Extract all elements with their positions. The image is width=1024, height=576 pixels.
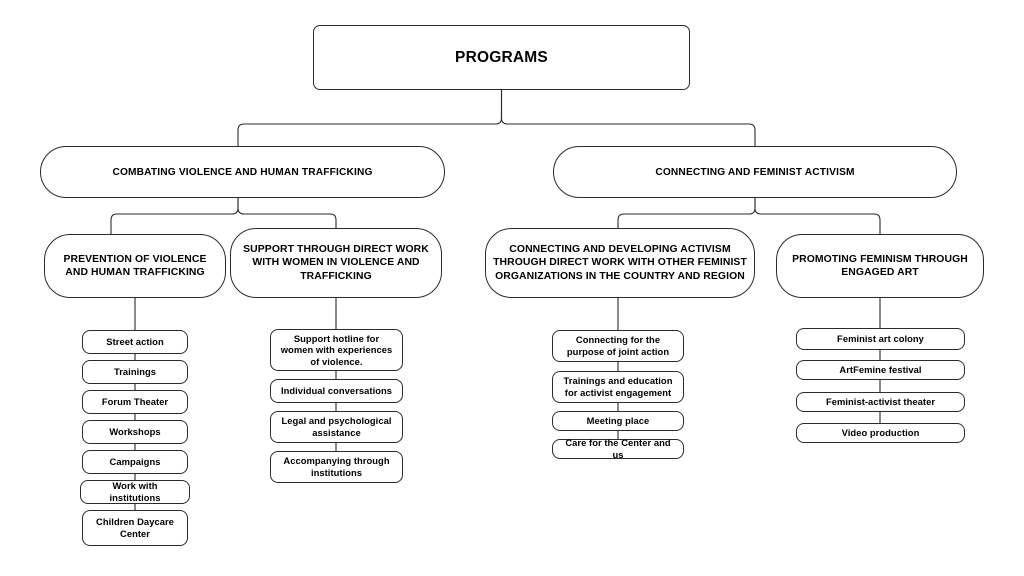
- leaf-feminist-art-colony[interactable]: Feminist art colony: [796, 328, 965, 350]
- node-subgroup-prevention-label: PREVENTION OF VIOLENCE AND HUMAN TRAFFIC…: [63, 253, 207, 278]
- leaf-label: Individual conversations: [280, 385, 393, 397]
- leaf-label: Workshops: [109, 426, 161, 438]
- node-root-programs-label: PROGRAMS: [455, 48, 548, 66]
- leaf-label: Feminist-activist theater: [825, 396, 936, 408]
- leaf-video-production[interactable]: Video production: [796, 423, 965, 443]
- node-branch-combating-label: COMBATING VIOLENCE AND HUMAN TRAFFICKING: [112, 166, 373, 178]
- leaf-label: Forum Theater: [101, 396, 169, 408]
- leaf-children-daycare-center[interactable]: Children Daycare Center: [82, 510, 188, 546]
- node-subgroup-prevention[interactable]: PREVENTION OF VIOLENCE AND HUMAN TRAFFIC…: [44, 234, 226, 298]
- edge-root-to-connecting: [500, 90, 756, 146]
- leaf-individual-conversations[interactable]: Individual conversations: [270, 379, 403, 403]
- leaf-accompanying-through-institutions[interactable]: Accompanying through institutions: [270, 451, 403, 483]
- leaf-label: Feminist art colony: [837, 333, 924, 345]
- leaf-forum-theater[interactable]: Forum Theater: [82, 390, 188, 414]
- edge-combating-to-prevention: [110, 198, 239, 234]
- node-branch-combating[interactable]: COMBATING VIOLENCE AND HUMAN TRAFFICKING: [40, 146, 445, 198]
- leaf-artfemine-festival[interactable]: ArtFemine festival: [796, 360, 965, 380]
- leaf-label: Accompanying through institutions: [283, 455, 390, 478]
- leaf-workshops[interactable]: Workshops: [82, 420, 188, 444]
- leaf-feminist-activist-theater[interactable]: Feminist-activist theater: [796, 392, 965, 412]
- leaf-label: Care for the Center and us: [565, 437, 671, 460]
- leaf-label: Support hotline for women with experienc…: [280, 332, 393, 367]
- leaf-meeting-place[interactable]: Meeting place: [552, 411, 684, 431]
- leaf-trainings-activist-engagement[interactable]: Trainings and education for activist eng…: [552, 371, 684, 403]
- leaf-label: Children Daycare Center: [96, 516, 174, 539]
- node-subgroup-activism[interactable]: CONNECTING AND DEVELOPING ACTIVISM THROU…: [485, 228, 755, 298]
- leaf-connecting-joint-action[interactable]: Connecting for the purpose of joint acti…: [552, 330, 684, 362]
- leaf-label: Street action: [106, 336, 164, 348]
- node-branch-connecting-label: CONNECTING AND FEMINIST ACTIVISM: [655, 166, 855, 178]
- leaf-label: Campaigns: [109, 456, 161, 468]
- leaf-label: Video production: [841, 427, 920, 439]
- node-root-programs[interactable]: PROGRAMS: [313, 25, 690, 90]
- node-subgroup-art-label: PROMOTING FEMINISM THROUGH ENGAGED ART: [792, 253, 968, 278]
- edge-connecting-to-art: [754, 198, 881, 234]
- leaf-campaigns[interactable]: Campaigns: [82, 450, 188, 474]
- node-subgroup-support-label: SUPPORT THROUGH DIRECT WORK WITH WOMEN I…: [243, 243, 429, 282]
- leaf-legal-psychological-assistance[interactable]: Legal and psychological assistance: [270, 411, 403, 443]
- node-subgroup-support[interactable]: SUPPORT THROUGH DIRECT WORK WITH WOMEN I…: [230, 228, 442, 298]
- leaf-label: Legal and psychological assistance: [281, 415, 392, 438]
- leaf-care-for-center[interactable]: Care for the Center and us: [552, 437, 684, 460]
- node-subgroup-art[interactable]: PROMOTING FEMINISM THROUGH ENGAGED ART: [776, 234, 984, 298]
- leaf-street-action[interactable]: Street action: [82, 330, 188, 354]
- leaf-label: ArtFemine festival: [839, 364, 922, 376]
- leaf-label: Work with institutions: [109, 480, 161, 503]
- node-branch-connecting[interactable]: CONNECTING AND FEMINIST ACTIVISM: [553, 146, 957, 198]
- leaf-trainings[interactable]: Trainings: [82, 360, 188, 384]
- node-subgroup-activism-label: CONNECTING AND DEVELOPING ACTIVISM THROU…: [493, 243, 747, 282]
- leaf-label: Trainings and education for activist eng…: [563, 375, 673, 398]
- leaf-label: Trainings: [113, 366, 157, 378]
- edge-root-to-combating: [237, 90, 503, 146]
- leaf-work-with-institutions[interactable]: Work with institutions: [80, 480, 190, 504]
- leaf-support-hotline[interactable]: Support hotline for women with experienc…: [270, 329, 403, 371]
- leaf-label: Connecting for the purpose of joint acti…: [566, 334, 670, 357]
- leaf-label: Meeting place: [586, 415, 650, 427]
